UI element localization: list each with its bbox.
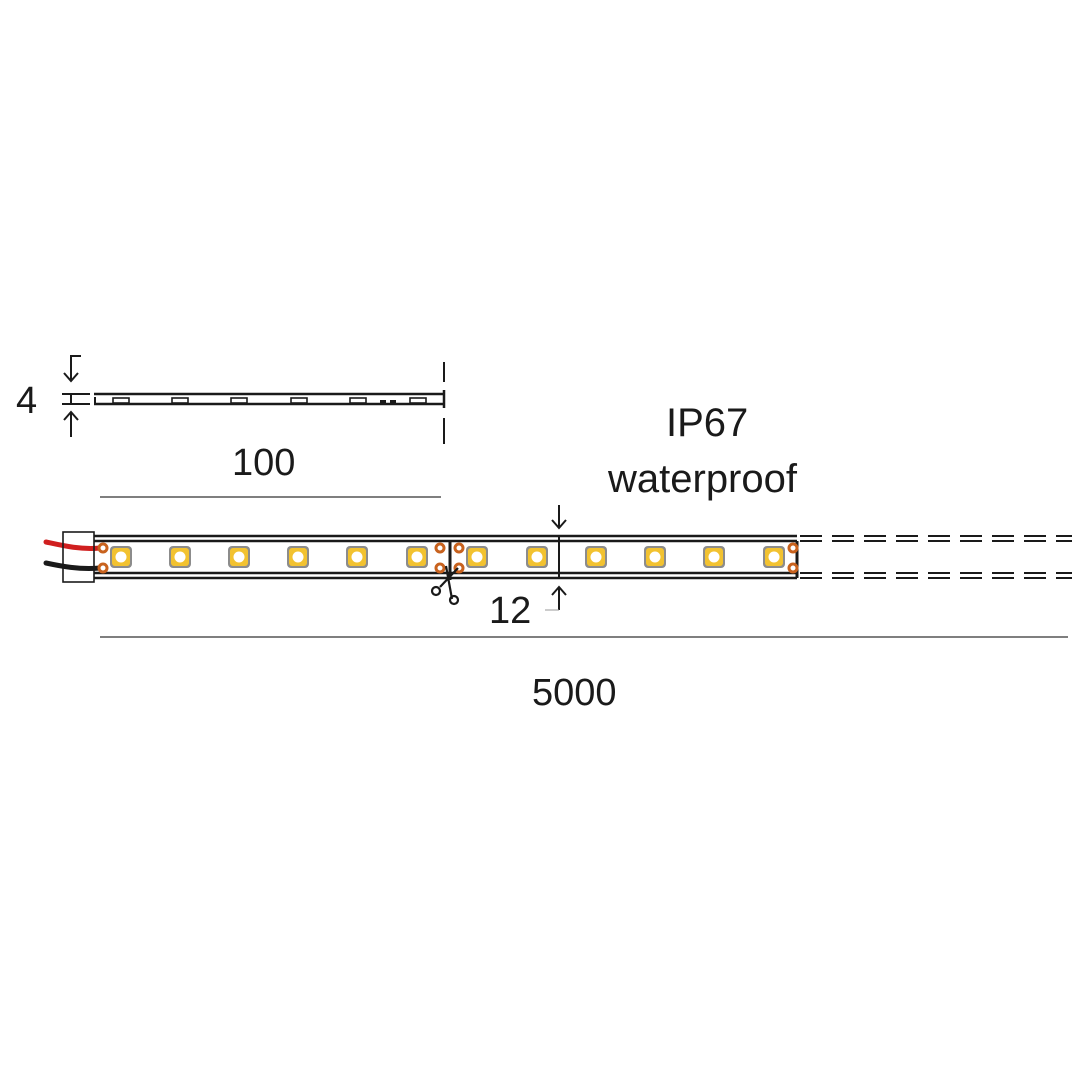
led-chip [406, 546, 428, 568]
led-chip [110, 546, 132, 568]
led-chip [287, 546, 309, 568]
led-chip [763, 546, 785, 568]
led-chips [110, 546, 785, 568]
top-view [43, 505, 1072, 638]
led-chip [644, 546, 666, 568]
led-chip [228, 546, 250, 568]
width-dimension-arrows [545, 505, 567, 611]
thickness-dimension-arrows [62, 355, 90, 437]
width-label: 12 [489, 590, 532, 632]
side-view [62, 355, 446, 498]
strip-continuation [800, 535, 1072, 579]
led-chip [346, 546, 368, 568]
led-chip [466, 546, 488, 568]
power-wires [43, 539, 103, 571]
ip-rating-label: IP67 [666, 401, 749, 445]
led-chip [169, 546, 191, 568]
strip-profile [94, 390, 446, 408]
segment-length-label: 100 [232, 442, 296, 484]
solder-pads [97, 542, 799, 574]
led-chip [585, 546, 607, 568]
led-chip [703, 546, 725, 568]
total-length-label: 5000 [532, 672, 617, 714]
scissors-icon [430, 565, 460, 606]
waterproof-label: waterproof [608, 457, 797, 501]
end-cap [62, 531, 95, 583]
led-chip [526, 546, 548, 568]
thickness-label: 4 [16, 380, 38, 422]
strip-body [94, 534, 799, 580]
